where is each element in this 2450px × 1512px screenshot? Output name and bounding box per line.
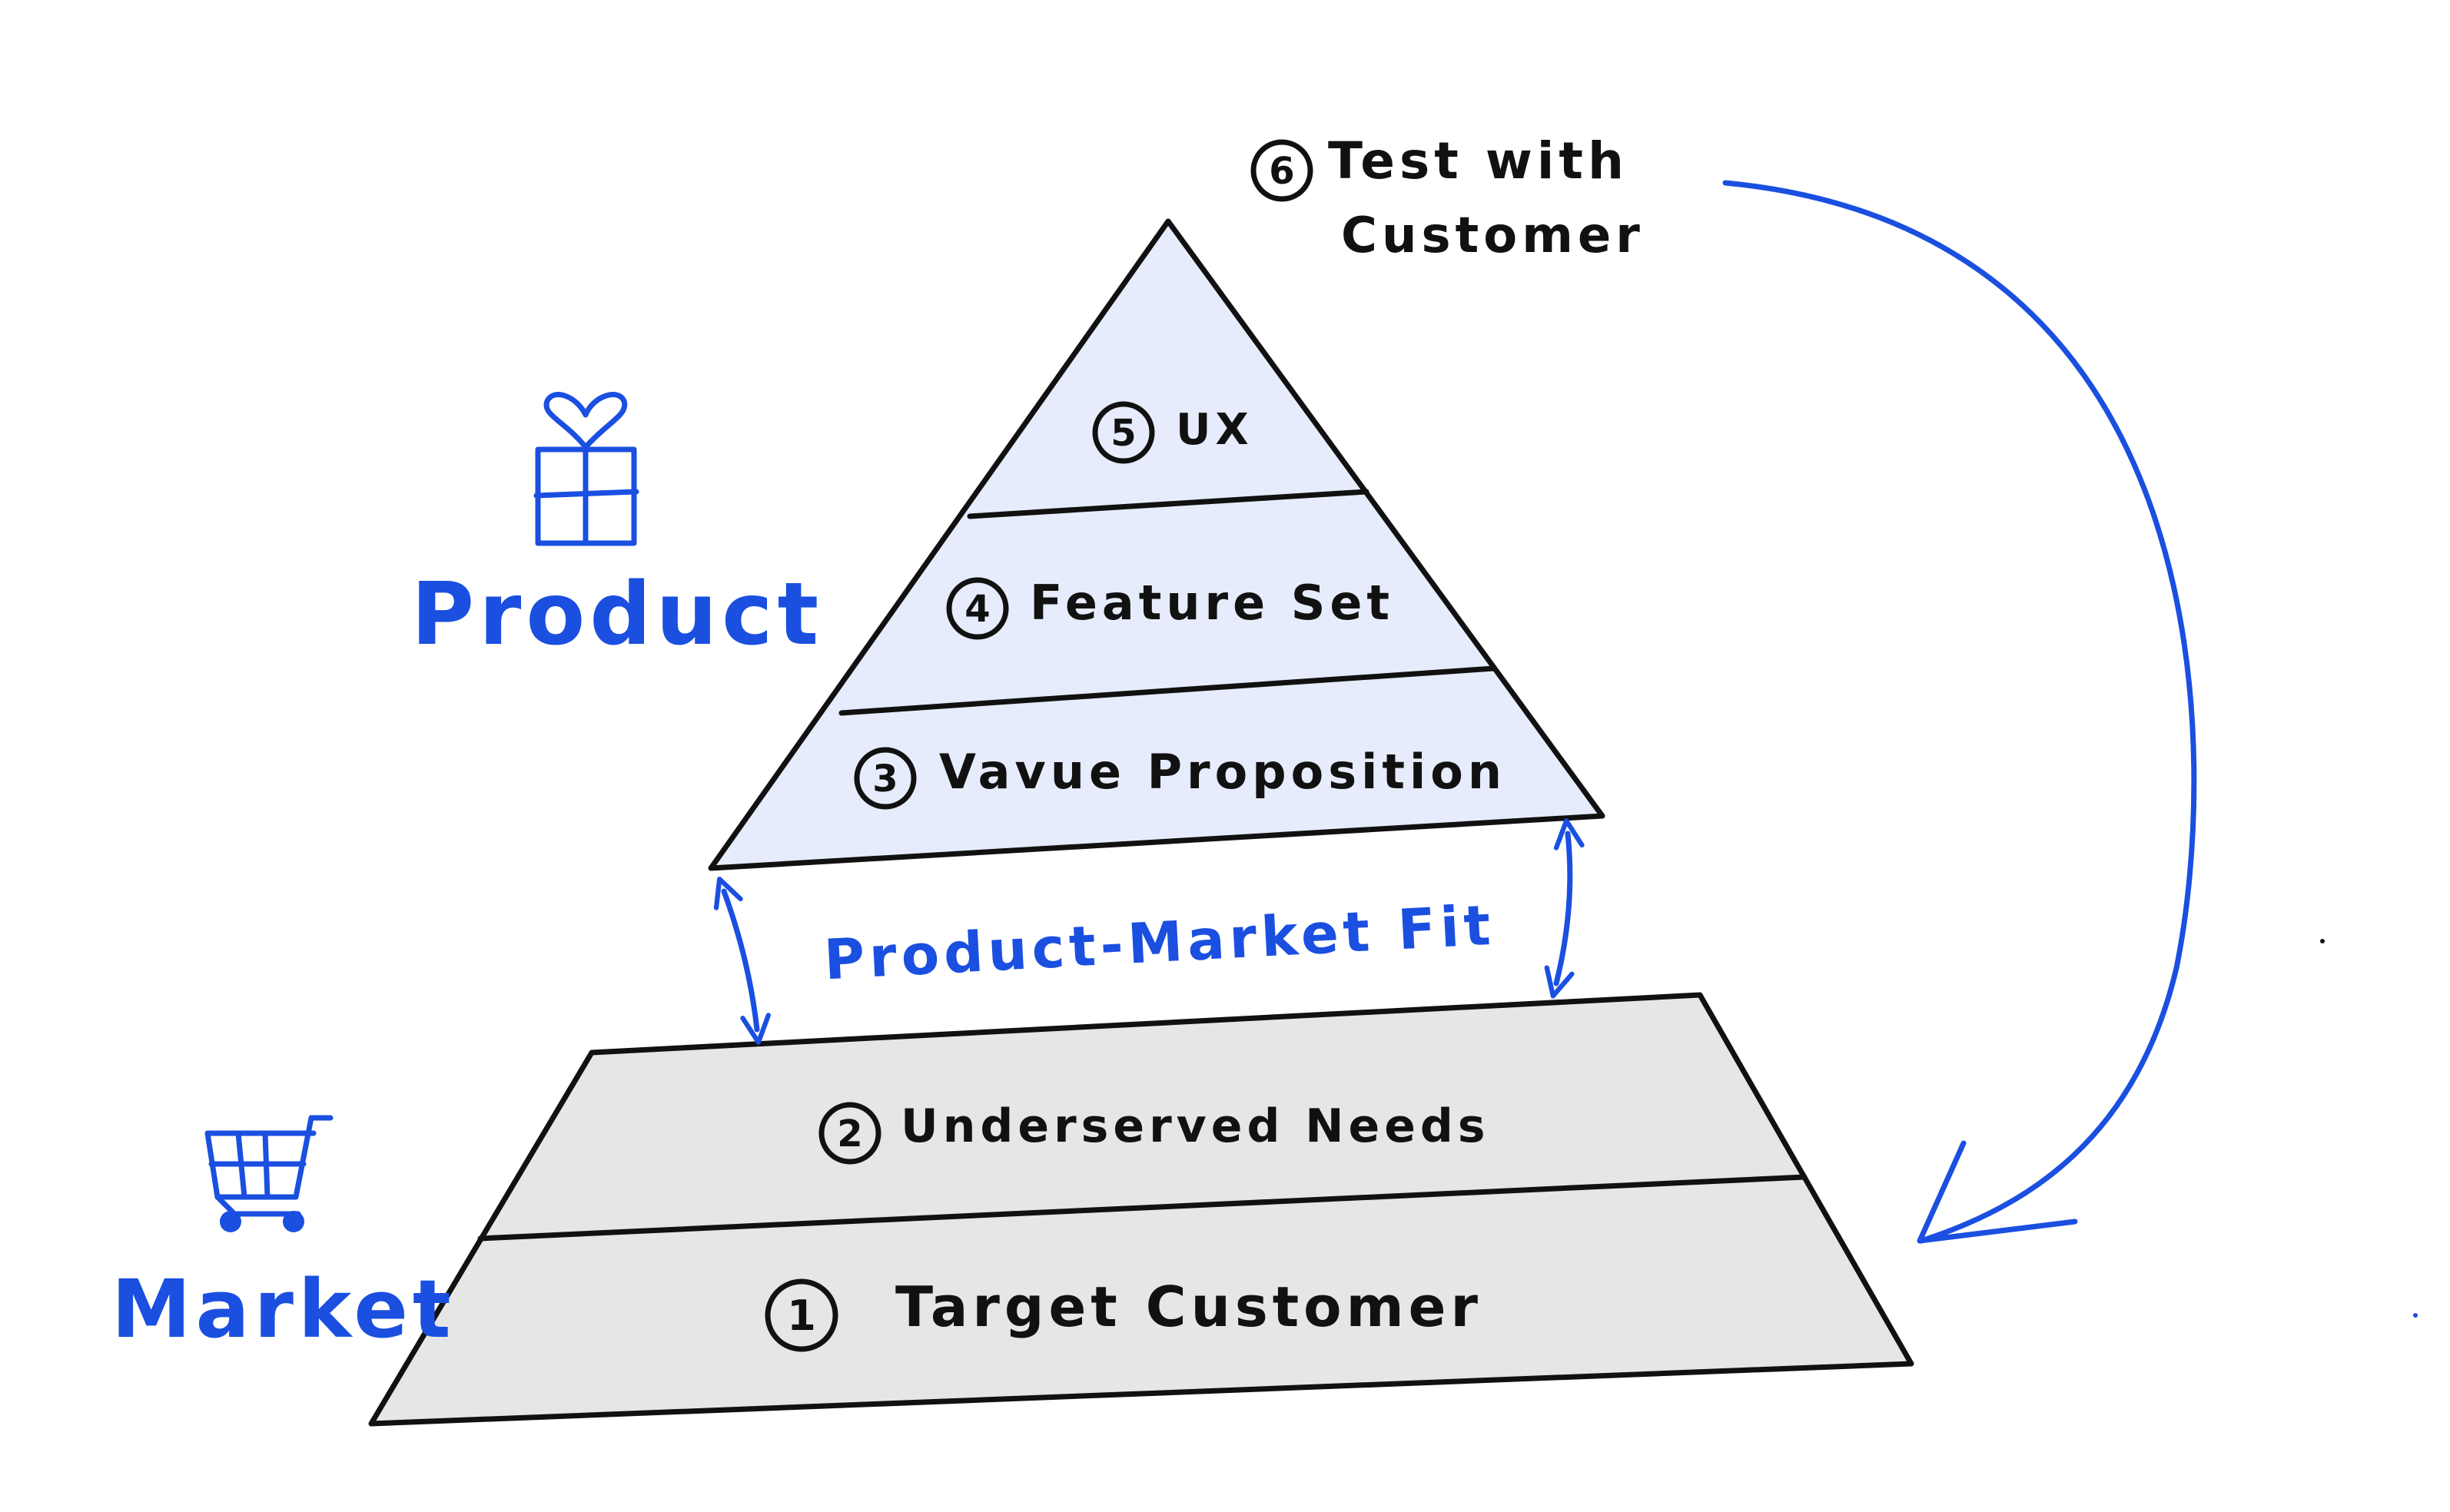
step-number: 4 xyxy=(964,588,990,631)
market-trapezoid-outline xyxy=(368,992,1914,1427)
shopping-cart-icon xyxy=(204,1115,334,1232)
step-number: 2 xyxy=(837,1112,862,1156)
market-layer-target-customer: 1 Target Customer xyxy=(765,1275,1482,1352)
gift-icon xyxy=(533,392,639,546)
market-layer-underserved-needs: 2 Underserved Needs xyxy=(818,1099,1490,1165)
step-number-circle xyxy=(854,747,917,810)
fit-label: Product-Market Fit xyxy=(822,893,1496,993)
step-number-circle xyxy=(818,1102,881,1165)
step-number: 3 xyxy=(872,758,898,801)
product-layer-value-proposition: 3 Vavue Proposition xyxy=(854,744,1506,810)
step-number: 6 xyxy=(1269,150,1294,193)
product-layer-divider-bottom xyxy=(838,665,1497,716)
step-number: 1 xyxy=(787,1292,816,1340)
market-trapezoid: 2 Underserved Needs 1 Target Customer xyxy=(368,992,1914,1427)
product-market-fit: Product-Market Fit xyxy=(713,818,1585,1045)
step-number-circle xyxy=(765,1278,838,1352)
fit-arrow-left xyxy=(713,877,771,1045)
ink-speck xyxy=(2320,939,2325,943)
step-number-circle xyxy=(946,577,1009,640)
step-number: 5 xyxy=(1110,412,1136,455)
product-layer-feature-set: 4 Feature Set xyxy=(946,575,1394,640)
test-label-line2: Customer xyxy=(1341,207,1645,264)
product-layer-divider-top xyxy=(967,489,1369,519)
product-group-label: Product xyxy=(411,565,823,665)
layer-label: Feature Set xyxy=(1030,575,1394,631)
feedback-arrow xyxy=(1722,180,2197,1244)
step-number-circle xyxy=(1092,401,1155,464)
ink-speck xyxy=(2413,1313,2418,1318)
product-layer-ux: 5 UX xyxy=(1092,401,1253,464)
market-layer-divider xyxy=(477,1174,1808,1242)
market-group-label: Market xyxy=(111,1262,456,1356)
layer-label: Underserved Needs xyxy=(901,1099,1490,1153)
test-label-line1: Test with xyxy=(1328,131,1628,191)
product-pyramid-outline xyxy=(708,218,1605,871)
product-pyramid: 5 UX 4 Feature Set 3 Vavue Proposition xyxy=(708,218,1605,871)
layer-label: Target Customer xyxy=(895,1275,1482,1339)
step-number-circle xyxy=(1250,139,1313,202)
test-with-customer-step: 6 Test with Customer xyxy=(1250,131,1645,264)
fit-arrow-right xyxy=(1544,818,1585,999)
layer-label: Vavue Proposition xyxy=(939,744,1506,800)
layer-label: UX xyxy=(1176,405,1253,455)
